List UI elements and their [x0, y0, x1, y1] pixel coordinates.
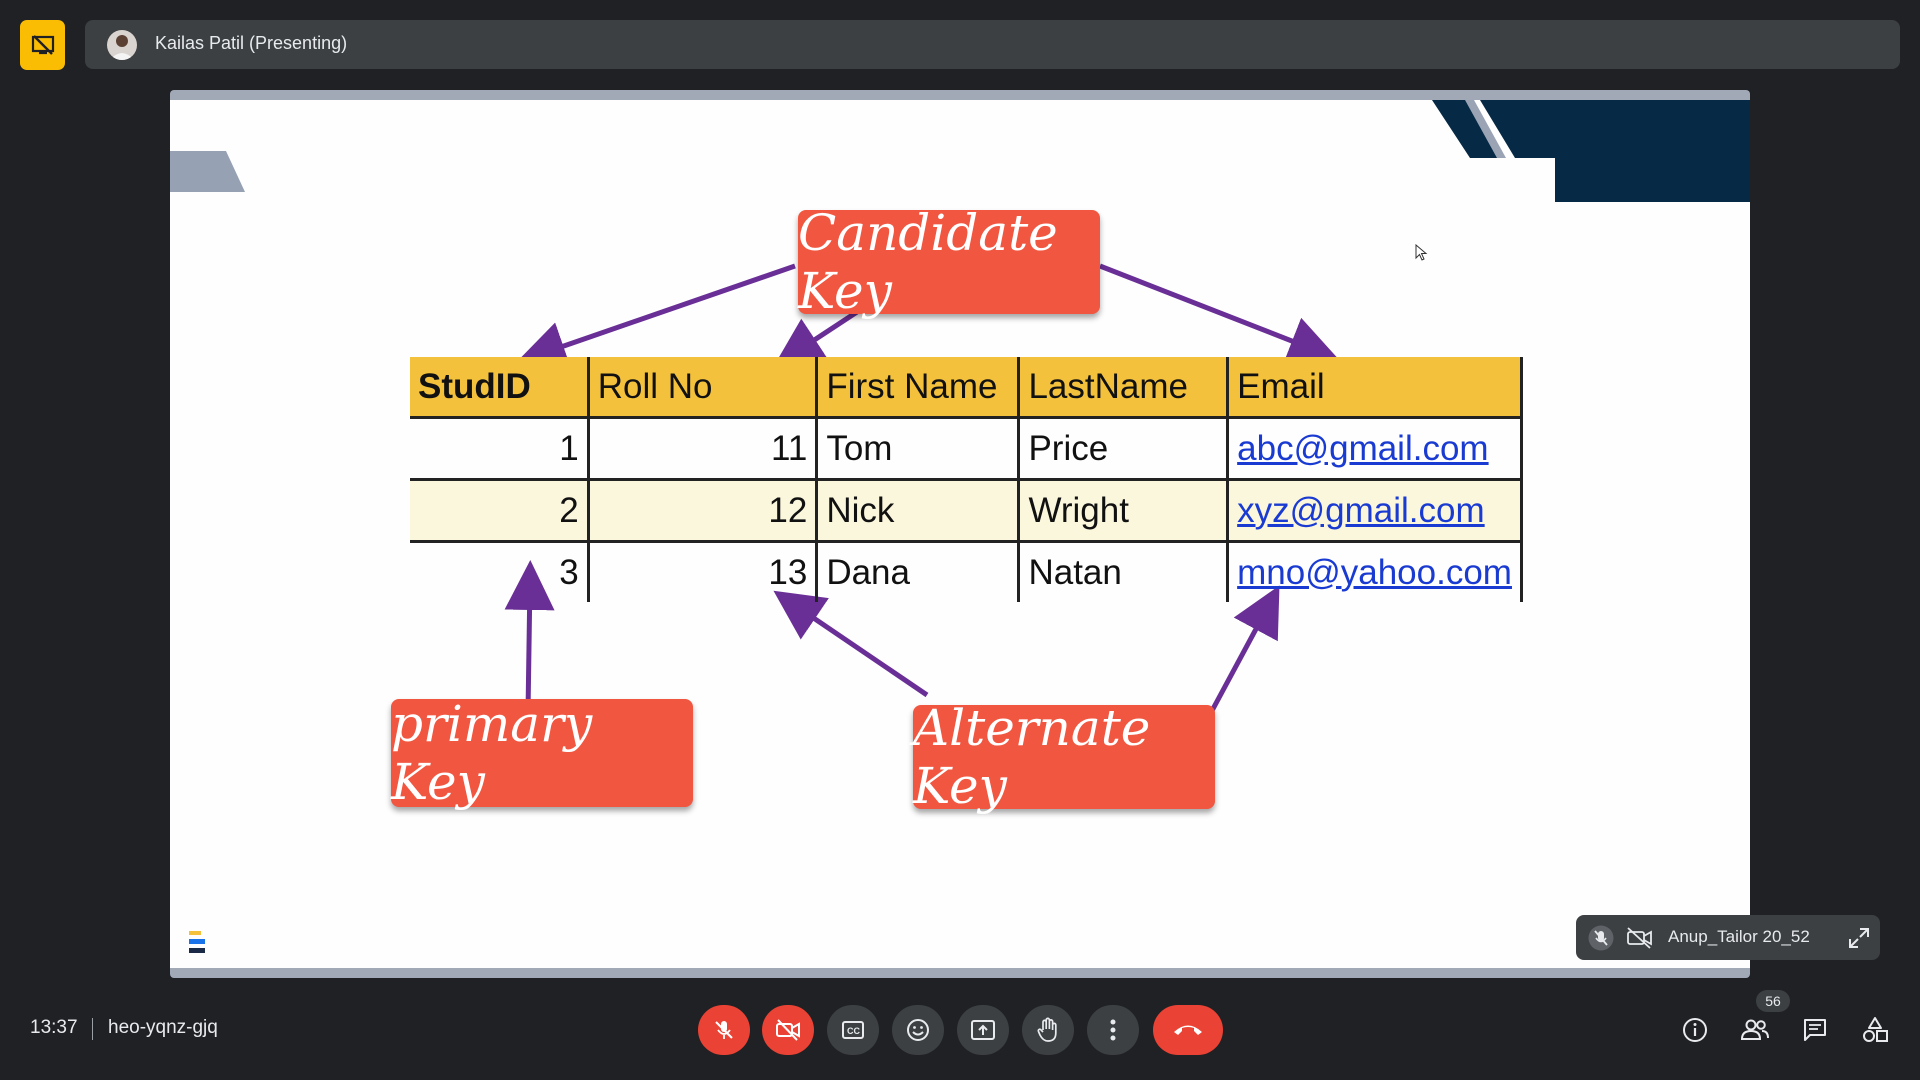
captions-icon: CC	[842, 1021, 864, 1039]
participant-count-badge: 56	[1756, 990, 1790, 1012]
header-rollno: Roll No	[588, 357, 819, 419]
expand-icon[interactable]	[1848, 927, 1870, 949]
stop-presenting-icon	[31, 35, 54, 55]
chat-icon	[1804, 1019, 1826, 1041]
candidate-key-label: Candidate Key	[798, 204, 1100, 320]
alternate-key-label: Alternate Key	[913, 699, 1215, 815]
cell-email: abc@gmail.com	[1227, 417, 1523, 481]
self-view-tile[interactable]: Anup_Tailor 20_52	[1576, 915, 1880, 960]
more-options-button[interactable]	[1087, 1005, 1139, 1055]
shared-screen: Candidate Key primary Key Alternate Key …	[170, 90, 1750, 978]
arrow-candidate-studid	[516, 263, 796, 370]
camera-toggle-button[interactable]	[762, 1005, 814, 1055]
cell-firstname: Tom	[816, 417, 1021, 481]
cell-rollno: 12	[588, 479, 819, 543]
table-row: 1 11 Tom Price abc@gmail.com	[410, 417, 1523, 481]
table-row: 2 12 Nick Wright xyz@gmail.com	[410, 479, 1523, 543]
arrow-alternate-email	[1204, 585, 1280, 722]
mic-off-icon	[715, 1021, 733, 1039]
activities-button[interactable]	[1857, 1012, 1893, 1048]
present-screen-icon	[971, 1020, 995, 1040]
people-icon	[1740, 1019, 1769, 1040]
cell-lastname: Price	[1018, 417, 1230, 481]
mouse-cursor-icon	[1415, 244, 1428, 261]
svg-text:CC: CC	[847, 1026, 860, 1036]
raise-hand-icon	[1037, 1017, 1057, 1042]
captions-button[interactable]: CC	[827, 1005, 879, 1055]
arrow-alternate-rollno	[773, 590, 929, 698]
header-lastname: LastName	[1018, 357, 1230, 419]
cell-firstname: Dana	[816, 541, 1021, 602]
info-icon	[1683, 1018, 1707, 1042]
slide-content: Candidate Key primary Key Alternate Key …	[170, 100, 1750, 968]
cell-studid: 1	[410, 417, 590, 481]
student-table: StudID Roll No First Name LastName Email…	[410, 357, 1523, 602]
divider	[92, 1018, 93, 1040]
arrows-layer	[504, 263, 1339, 722]
presenter-name: Kailas Patil (Presenting)	[155, 33, 348, 53]
meeting-code: heo-yqnz-gjq	[108, 1017, 218, 1038]
cell-studid: 2	[410, 479, 590, 543]
cell-rollno: 13	[588, 541, 819, 602]
presenter-bar: Kailas Patil (Presenting)	[85, 20, 1900, 69]
present-screen-button[interactable]	[957, 1005, 1009, 1055]
arrow-candidate-email	[1099, 263, 1339, 365]
cell-firstname: Nick	[816, 479, 1021, 543]
end-call-button[interactable]	[1153, 1005, 1223, 1055]
end-call-icon	[1174, 1025, 1202, 1035]
more-options-icon	[1110, 1019, 1116, 1041]
presenter-avatar	[107, 30, 137, 60]
primary-key-label: primary Key	[391, 695, 693, 811]
cell-studid: 3	[410, 541, 590, 602]
cell-email: mno@yahoo.com	[1227, 541, 1523, 602]
emoji-button[interactable]	[892, 1005, 944, 1055]
camera-off-icon	[1627, 927, 1652, 949]
header-email: Email	[1227, 357, 1523, 419]
camera-off-icon	[776, 1019, 800, 1041]
slide-logo-icon	[189, 931, 205, 953]
mic-off-icon	[1588, 925, 1614, 951]
cell-lastname: Natan	[1018, 541, 1230, 602]
raise-hand-button[interactable]	[1022, 1005, 1074, 1055]
arrow-primary-studid	[504, 560, 555, 714]
stop-presenting-button[interactable]	[20, 20, 65, 70]
slide-decoration	[170, 100, 1750, 202]
meeting-info-button[interactable]	[1677, 1012, 1713, 1048]
cell-email: xyz@gmail.com	[1227, 479, 1523, 543]
header-firstname: First Name	[816, 357, 1021, 419]
self-name: Anup_Tailor 20_52	[1668, 927, 1810, 946]
emoji-icon	[907, 1019, 929, 1041]
people-button[interactable]	[1737, 1012, 1773, 1048]
table-row: 3 13 Dana Natan mno@yahoo.com	[410, 541, 1523, 602]
header-studid: StudID	[410, 357, 590, 419]
cell-lastname: Wright	[1018, 479, 1230, 543]
table-header-row: StudID Roll No First Name LastName Email	[410, 357, 1523, 419]
mic-toggle-button[interactable]	[698, 1005, 750, 1055]
current-time: 13:37	[30, 1017, 78, 1038]
arrow-candidate-rollno	[773, 307, 862, 367]
cell-rollno: 11	[588, 417, 819, 481]
chat-button[interactable]	[1797, 1012, 1833, 1048]
activities-icon	[1863, 1017, 1888, 1042]
